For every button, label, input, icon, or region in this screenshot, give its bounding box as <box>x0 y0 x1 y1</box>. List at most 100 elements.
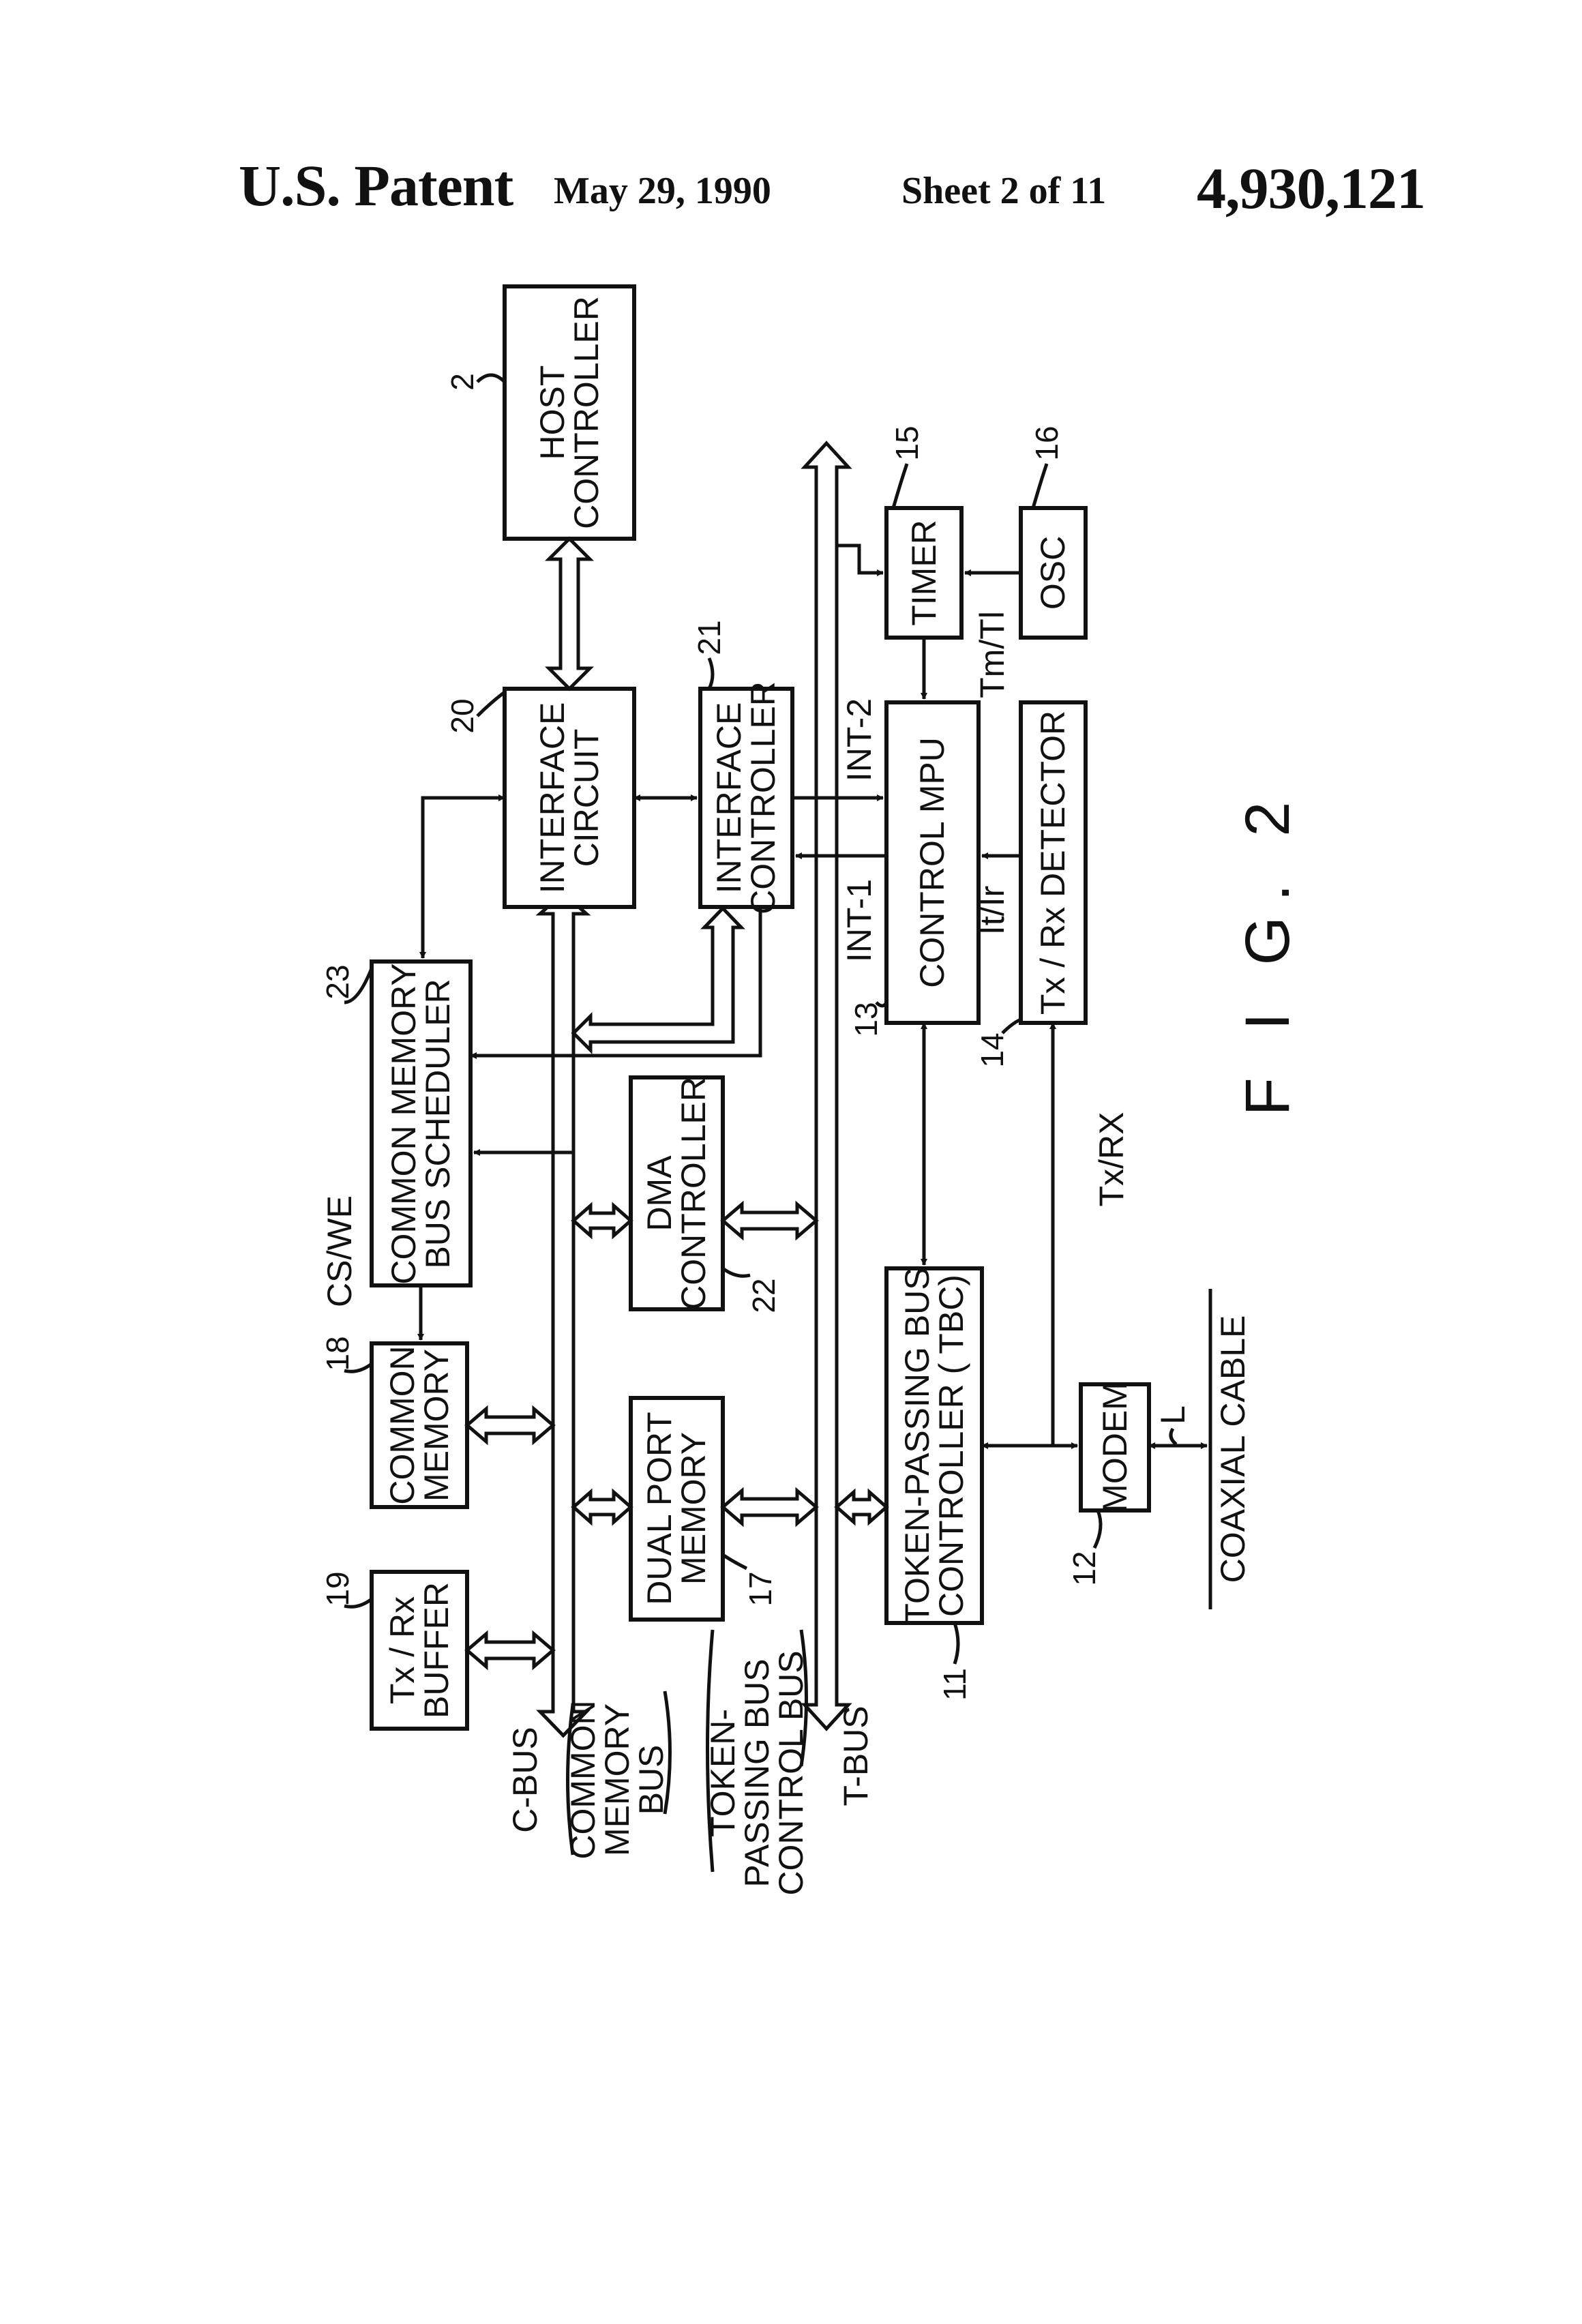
svg-text:CONTROL BUS: CONTROL BUS <box>772 1650 810 1895</box>
svg-text:COMMON MEMORY: COMMON MEMORY <box>385 963 423 1284</box>
svg-text:13: 13 <box>848 1002 884 1037</box>
svg-text:PASSING BUS: PASSING BUS <box>738 1658 776 1887</box>
scheduler-label: COMMON MEMORY BUS SCHEDULER <box>385 963 457 1284</box>
svg-text:22: 22 <box>746 1278 781 1313</box>
modem-label: MODEM <box>1096 1382 1134 1513</box>
svg-text:2: 2 <box>445 373 480 391</box>
svg-text:11: 11 <box>937 1668 972 1701</box>
leader-12 <box>1094 1510 1101 1548</box>
svg-text:MEMORY: MEMORY <box>598 1703 636 1856</box>
dual-port-memory-label: DUAL PORT MEMORY <box>640 1412 713 1605</box>
svg-text:TIMER: TIMER <box>905 520 943 626</box>
svg-text:BUFFER: BUFFER <box>417 1582 456 1718</box>
svg-text:INT-1: INT-1 <box>840 879 878 962</box>
ref-19: 19 <box>320 1571 355 1606</box>
leader-11 <box>955 1623 958 1664</box>
ref-13: 13 <box>848 1002 884 1037</box>
svg-text:21: 21 <box>691 620 727 655</box>
leader-16 <box>1033 464 1047 508</box>
svg-text:OSC: OSC <box>1034 536 1072 610</box>
int1-label: INT-1 <box>840 879 878 962</box>
leader-15 <box>893 464 907 508</box>
svg-text:MODEM: MODEM <box>1096 1382 1134 1513</box>
host-interface-link <box>549 539 590 689</box>
t-bus-description: TOKEN- PASSING BUS CONTROL BUS <box>704 1650 810 1895</box>
ref-21: 21 <box>691 620 727 655</box>
svg-text:TOKEN-PASSING BUS: TOKEN-PASSING BUS <box>898 1267 936 1624</box>
leader-20 <box>477 692 505 716</box>
svg-text:CONTROLLER: CONTROLLER <box>744 681 782 914</box>
ref-16: 16 <box>1029 426 1064 460</box>
it-label: It/Ir <box>973 886 1011 935</box>
ref-15: 15 <box>889 426 925 460</box>
svg-text:CONTROLLER: CONTROLLER <box>674 1077 713 1310</box>
l-label: L <box>1154 1405 1192 1425</box>
coaxial-cable-label: COAXIAL CABLE <box>1214 1315 1252 1583</box>
ref-23: 23 <box>320 964 355 999</box>
txrx-label: Tx/RX <box>1092 1112 1131 1207</box>
interface-circuit-label: INTERFACE CIRCUIT <box>533 702 606 894</box>
leader-17 <box>723 1555 747 1568</box>
osc-label: OSC <box>1034 536 1072 610</box>
svg-text:Tm/Tl: Tm/Tl <box>973 611 1011 698</box>
svg-text:14: 14 <box>974 1032 1010 1067</box>
svg-text:COMMON: COMMON <box>383 1345 421 1504</box>
dma-tbus-link <box>723 1204 816 1237</box>
t-bus-label: T-BUS <box>837 1705 875 1806</box>
svg-text:It/Ir: It/Ir <box>973 886 1011 935</box>
c-bus <box>540 893 586 1735</box>
ref-22: 22 <box>746 1278 781 1313</box>
svg-text:COAXIAL CABLE: COAXIAL CABLE <box>1214 1315 1252 1583</box>
svg-text:CIRCUIT: CIRCUIT <box>567 729 606 867</box>
svg-text:BUS: BUS <box>632 1745 670 1815</box>
ref-20: 20 <box>445 698 480 733</box>
svg-text:20: 20 <box>445 698 480 733</box>
int2-label: INT-2 <box>840 698 878 781</box>
tm-label: Tm/Tl <box>973 611 1011 698</box>
tbc-label: TOKEN-PASSING BUS CONTROLLER ( TBC) <box>898 1267 970 1624</box>
svg-text:CONTROLLER: CONTROLLER <box>567 296 606 529</box>
c-bus-label: C-BUS <box>506 1727 544 1833</box>
svg-text:18: 18 <box>320 1336 355 1371</box>
svg-text:BUS SCHEDULER: BUS SCHEDULER <box>419 979 457 1268</box>
dual-port-tbus-link <box>723 1491 816 1523</box>
svg-text:MEMORY: MEMORY <box>417 1349 456 1502</box>
svg-text:17: 17 <box>743 1571 778 1606</box>
svg-text:CONTROL MPU: CONTROL MPU <box>913 737 951 988</box>
svg-text:CONTROLLER ( TBC): CONTROLLER ( TBC) <box>932 1275 970 1617</box>
svg-text:Tx / Rx DETECTOR: Tx / Rx DETECTOR <box>1034 711 1072 1015</box>
figure-caption: F I G. 2 <box>1233 787 1302 1116</box>
interface-controller-label: INTERFACE CONTROLLER <box>710 681 782 914</box>
svg-text:DUAL PORT: DUAL PORT <box>640 1412 678 1605</box>
svg-text:HOST: HOST <box>533 366 571 460</box>
cswe-label: CS/WE <box>320 1195 359 1307</box>
ref-12: 12 <box>1066 1551 1102 1585</box>
circuit-scheduler-line <box>423 798 505 958</box>
svg-text:INTERFACE: INTERFACE <box>533 702 571 894</box>
svg-text:15: 15 <box>889 426 925 460</box>
dual-port-cbus-link <box>573 1492 631 1522</box>
leader-14 <box>1002 1019 1021 1033</box>
svg-text:T-BUS: T-BUS <box>837 1705 875 1806</box>
dma-cbus-link <box>573 1206 631 1236</box>
svg-text:Tx / Rx: Tx / Rx <box>383 1596 421 1704</box>
t-bus <box>805 443 848 1729</box>
leader-2 <box>477 375 505 382</box>
svg-text:19: 19 <box>320 1571 355 1606</box>
svg-text:INTERFACE: INTERFACE <box>710 702 748 894</box>
leader-21 <box>709 658 713 689</box>
svg-text:CS/WE: CS/WE <box>320 1195 359 1307</box>
svg-text:23: 23 <box>320 964 355 999</box>
common-memory-label: COMMON MEMORY <box>383 1345 456 1504</box>
svg-text:16: 16 <box>1029 426 1064 460</box>
buffer-label: Tx / Rx BUFFER <box>383 1582 456 1718</box>
svg-text:12: 12 <box>1066 1551 1102 1585</box>
tbus-timer-line <box>837 546 883 573</box>
svg-text:DMA: DMA <box>640 1155 678 1232</box>
control-mpu-label: CONTROL MPU <box>913 737 951 988</box>
ref-14: 14 <box>974 1032 1010 1067</box>
timer-label: TIMER <box>905 520 943 626</box>
common-memory-cbus-link <box>467 1409 553 1442</box>
